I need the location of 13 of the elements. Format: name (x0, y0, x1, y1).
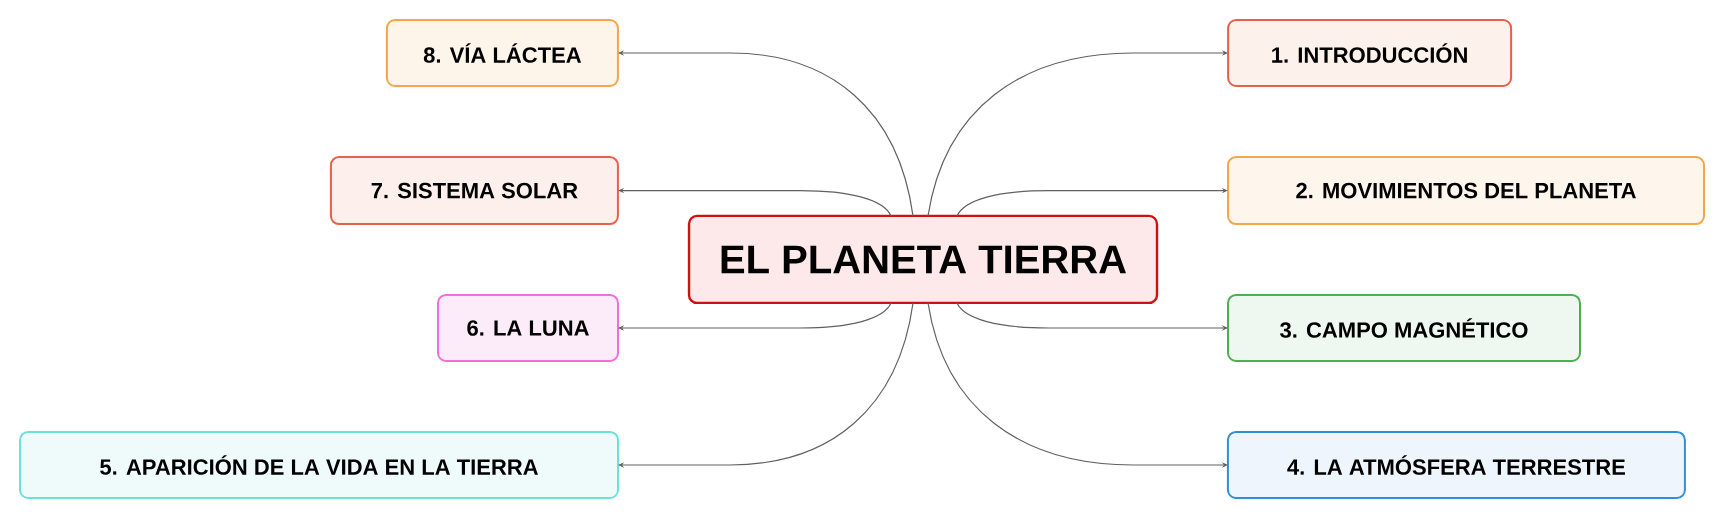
topic-box: 7. SISTEMA SOLAR (329, 156, 619, 226)
topic-box: 8. VÍA LÁCTEA (385, 19, 619, 87)
connector-arrow (618, 302, 914, 468)
topic-box: 2. MOVIMIENTOS DEL PLANETA (1227, 156, 1705, 226)
topic-box: 5. APARICIÓN DE LA VIDA EN LA TIERRA (19, 431, 619, 499)
connector-arrow (618, 302, 892, 331)
connector-arrow (927, 50, 1228, 217)
title-box: EL PLANETA TIERRA (687, 214, 1159, 305)
topic-box: 3. CAMPO MAGNÉTICO (1227, 294, 1581, 362)
topic-box: 4. LA ATMÓSFERA TERRESTRE (1226, 431, 1686, 499)
topic-box: 6. LA LUNA (437, 294, 619, 362)
topic-box: 1. INTRODUCCIÓN (1227, 19, 1513, 87)
connector-arrow (956, 187, 1228, 217)
